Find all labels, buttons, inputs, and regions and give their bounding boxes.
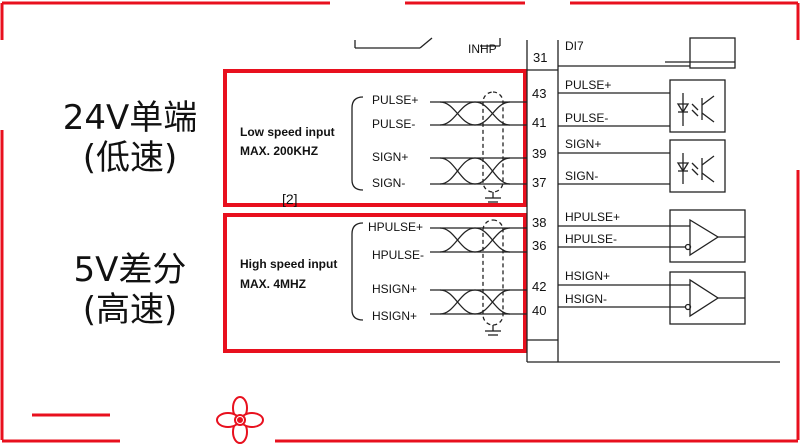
high-speed-max: MAX. 4MHZ: [240, 277, 306, 291]
top-fragment: [354, 37, 736, 69]
high-signal-hsign-plus-2: HSIGN+: [372, 309, 417, 323]
pin-31-label: 31: [533, 50, 547, 65]
right-label-hpulse-minus: HPULSE-: [565, 232, 617, 246]
propeller-logo-icon: [216, 396, 264, 444]
right-side-wiring: [558, 79, 746, 325]
low-signal-sign-plus: SIGN+: [372, 150, 408, 164]
right-label-pulse-minus: PULSE-: [565, 111, 608, 125]
right-label-sign-minus: SIGN-: [565, 169, 598, 183]
pin-40: 40: [532, 303, 546, 318]
high-signal-hpulse-plus: HPULSE+: [368, 220, 423, 234]
right-label-hsign-plus: HSIGN+: [565, 269, 610, 283]
right-label-sign-plus: SIGN+: [565, 137, 601, 151]
label-24v-group: 24V单端 (低速): [40, 98, 220, 178]
right-label-hpulse-plus: HPULSE+: [565, 210, 620, 224]
pin-42: 42: [532, 279, 546, 294]
pin-38: 38: [532, 215, 546, 230]
label-high-speed-cn: (高速): [82, 290, 178, 330]
di7-label: DI7: [565, 39, 584, 53]
pin-37: 37: [532, 175, 546, 190]
label-5v-group: 5V差分 (高速): [40, 250, 220, 330]
low-speed-max: MAX. 200KHZ: [240, 144, 318, 158]
pin-36: 36: [532, 238, 546, 253]
label-5v-differential: 5V差分: [73, 250, 187, 290]
inhp-label: INHP: [468, 42, 497, 56]
low-signal-sign-minus: SIGN-: [372, 176, 405, 190]
low-speed-wiring: [351, 91, 527, 203]
low-signal-pulse-plus: PULSE+: [372, 93, 418, 107]
pin-43: 43: [532, 86, 546, 101]
low-speed-highlight-box: [223, 69, 527, 207]
pin-39: 39: [532, 146, 546, 161]
right-label-pulse-plus: PULSE+: [565, 78, 611, 92]
label-24v-single-ended: 24V单端: [62, 98, 198, 138]
note-2: [2]: [282, 191, 298, 207]
high-signal-hsign-plus-1: HSIGN+: [372, 282, 417, 296]
high-speed-wiring: [351, 219, 527, 336]
high-speed-highlight-box: [223, 213, 527, 353]
high-signal-hpulse-minus: HPULSE-: [372, 248, 424, 262]
right-label-hsign-minus: HSIGN-: [565, 292, 607, 306]
low-speed-title: Low speed input: [240, 125, 335, 139]
high-speed-title: High speed input: [240, 257, 337, 271]
low-signal-pulse-minus: PULSE-: [372, 117, 415, 131]
label-low-speed-cn: (低速): [82, 138, 178, 178]
connector-block: [526, 40, 780, 363]
pin-41: 41: [532, 115, 546, 130]
